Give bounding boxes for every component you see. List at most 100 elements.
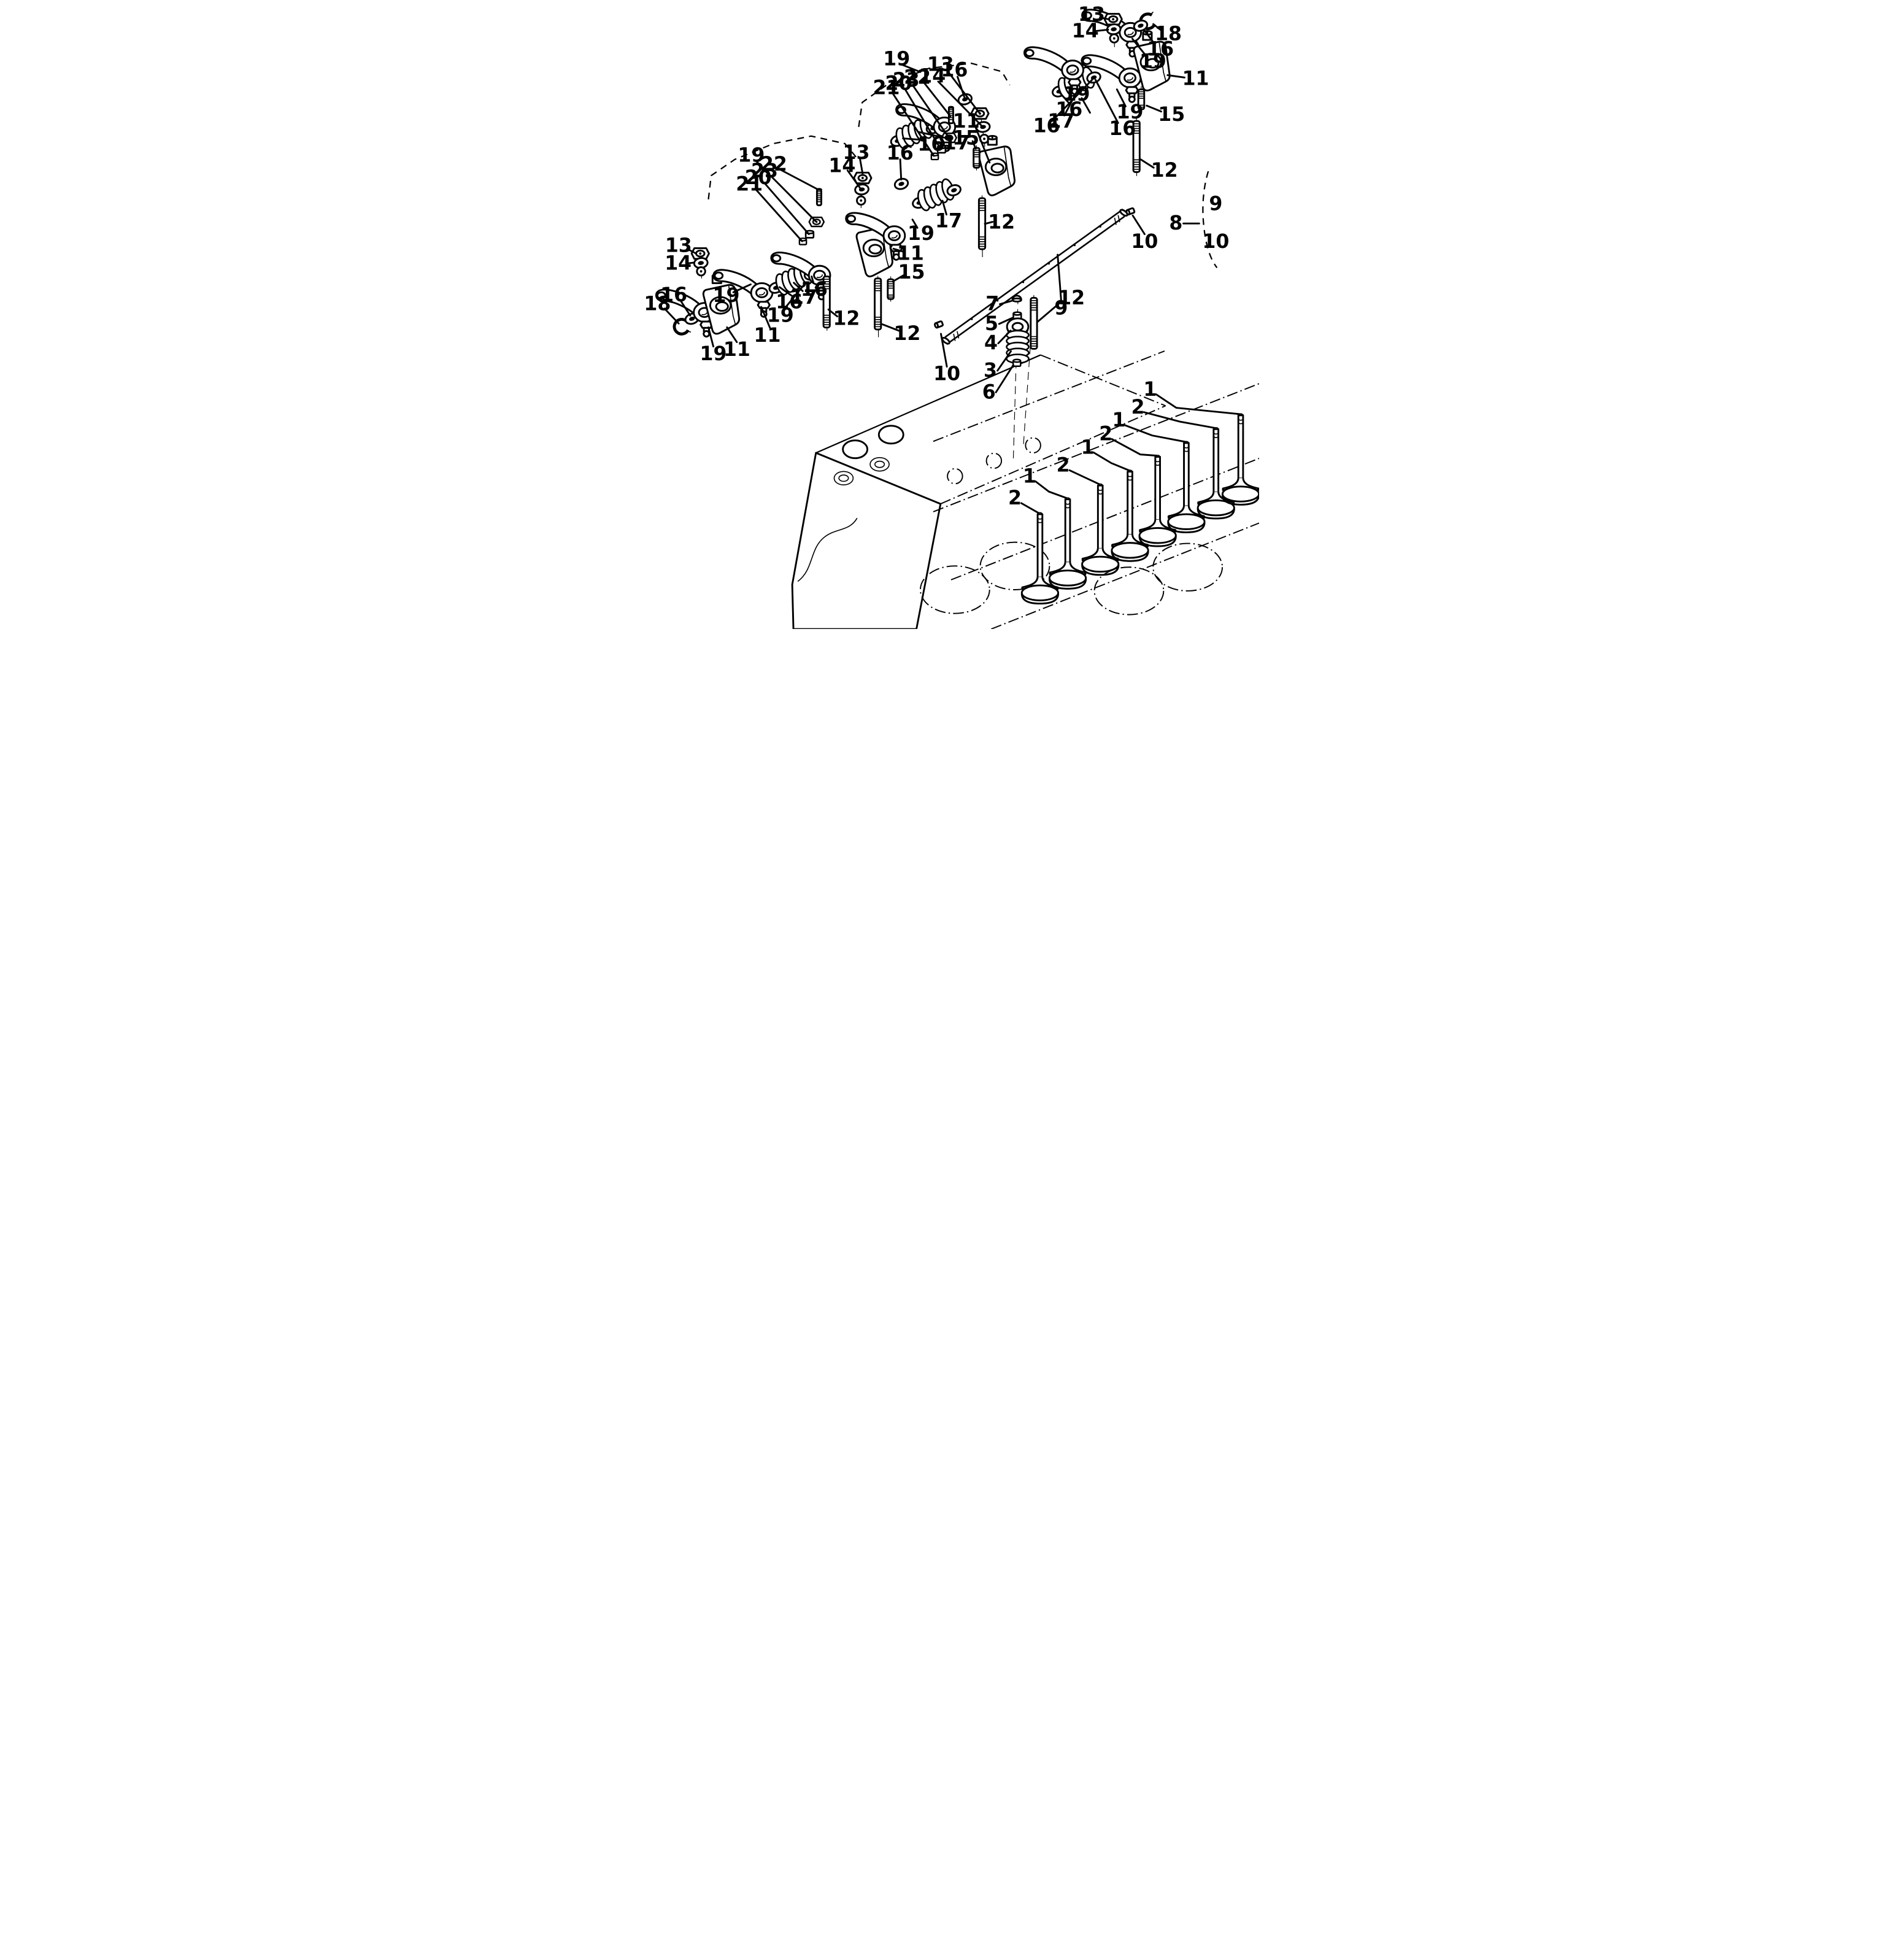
leader-line: [1050, 79, 1093, 122]
leader-line: [1063, 90, 1078, 117]
leader-line: [901, 137, 925, 141]
callout-16: 16: [886, 142, 913, 181]
callout-17: 17: [935, 199, 962, 232]
valve: [1110, 469, 1149, 562]
leader-line: [1094, 79, 1119, 124]
callout-19: 19: [883, 48, 921, 73]
rocker-row-upper: [888, 9, 1171, 257]
leader-line: [903, 88, 941, 150]
part-number: 19: [766, 304, 793, 326]
callout-1: 1: [1112, 409, 1186, 443]
part-number: 6: [982, 381, 995, 403]
callout-11: 11: [723, 326, 750, 361]
callout-18: 18: [646, 293, 680, 325]
callout-15: 15: [891, 261, 925, 284]
part-number: 2: [1008, 487, 1022, 509]
callout-21: 21: [736, 173, 803, 242]
callout-18: 18: [1152, 23, 1182, 45]
part-number: 12: [893, 323, 920, 345]
part-number: 11: [723, 339, 750, 361]
part-number: 10: [1131, 231, 1158, 253]
leader-line: [998, 300, 1012, 306]
rocker-shaft: [933, 207, 1136, 345]
part-number: 16: [660, 284, 687, 306]
leader-line: [754, 160, 769, 176]
callout-19: 19: [1116, 88, 1143, 123]
leader-line: [779, 169, 819, 191]
part-number: 19: [883, 48, 910, 71]
callout-13: 13: [665, 235, 696, 257]
part-number: 8: [1169, 212, 1182, 234]
adjusting-screw: [815, 188, 822, 206]
leader-line: [770, 176, 817, 222]
leader-line: [900, 63, 921, 73]
part-number: 16: [1033, 115, 1060, 137]
callout-16: 16: [800, 276, 827, 301]
part-number: 9: [1209, 193, 1222, 215]
leader-line: [923, 82, 951, 117]
callout-6: 6: [982, 364, 1014, 403]
leader-line: [1068, 469, 1100, 485]
part-number: 4: [984, 332, 998, 354]
part-number: 11: [1182, 68, 1209, 90]
callout-2: 2: [1056, 455, 1100, 485]
callout-13: 13: [1078, 4, 1110, 26]
callout-5: 5: [984, 313, 1013, 335]
part-number: 14: [1071, 20, 1098, 42]
callout-16: 16: [941, 60, 968, 98]
leader-line: [1143, 28, 1156, 45]
callout-1: 1: [1143, 379, 1241, 415]
leader-line: [1036, 300, 1063, 323]
parts-diagram: 1314161819111916171619111212151119171922…: [645, 0, 1259, 630]
part-number: 18: [1155, 23, 1182, 45]
part-number: 12: [1058, 287, 1085, 309]
leader-line: [1131, 37, 1148, 58]
callout-12: 12: [1139, 158, 1177, 182]
leader-line: [937, 80, 982, 127]
part-number: 17: [935, 210, 962, 232]
callout-10: 10: [933, 333, 960, 385]
part-number: 21: [736, 173, 763, 195]
part-number: 2: [1056, 455, 1070, 477]
leader-line: [984, 221, 993, 225]
callout-19: 19: [907, 218, 934, 245]
callout-9: 9: [1209, 193, 1222, 215]
part-number: 21: [873, 77, 900, 99]
leader-line: [858, 157, 863, 175]
part-number: 12: [833, 307, 860, 330]
leader-line: [1110, 438, 1157, 457]
leader-line: [892, 247, 904, 253]
part-number: 1: [1022, 466, 1036, 488]
leader-line: [1152, 23, 1162, 31]
callout-16: 16: [1033, 79, 1093, 137]
part-number: 19: [1139, 51, 1166, 73]
callout-12: 12: [1036, 287, 1085, 323]
callout-12: 12: [984, 212, 1015, 234]
part-number: 16: [941, 60, 968, 82]
part-number: 11: [896, 242, 923, 264]
part-number: 19: [907, 223, 934, 245]
leader-line: [778, 286, 793, 297]
callout-19: 19: [712, 283, 752, 307]
leader-line: [1020, 502, 1039, 514]
leader-line: [685, 247, 696, 254]
leader-line: [663, 307, 680, 325]
leader-line: [1092, 28, 1109, 33]
part-number: 16: [1109, 118, 1136, 140]
part-number: 19: [738, 144, 765, 166]
callout-16: 16: [660, 284, 691, 317]
callout-12: 12: [827, 307, 860, 330]
part-number: 1: [1081, 437, 1094, 459]
part-number: 12: [1150, 160, 1177, 182]
rocker-pedestal: [977, 134, 1016, 196]
part-number: 14: [919, 65, 946, 87]
leader-line: [918, 131, 950, 140]
part-number: 9: [1054, 298, 1068, 320]
part-number: 12: [988, 212, 1015, 234]
callout-9: 9: [1054, 253, 1068, 320]
part-number: 19: [712, 285, 739, 307]
leader-line: [1080, 97, 1091, 114]
leader-line: [998, 317, 1013, 325]
leader-line: [891, 92, 935, 157]
